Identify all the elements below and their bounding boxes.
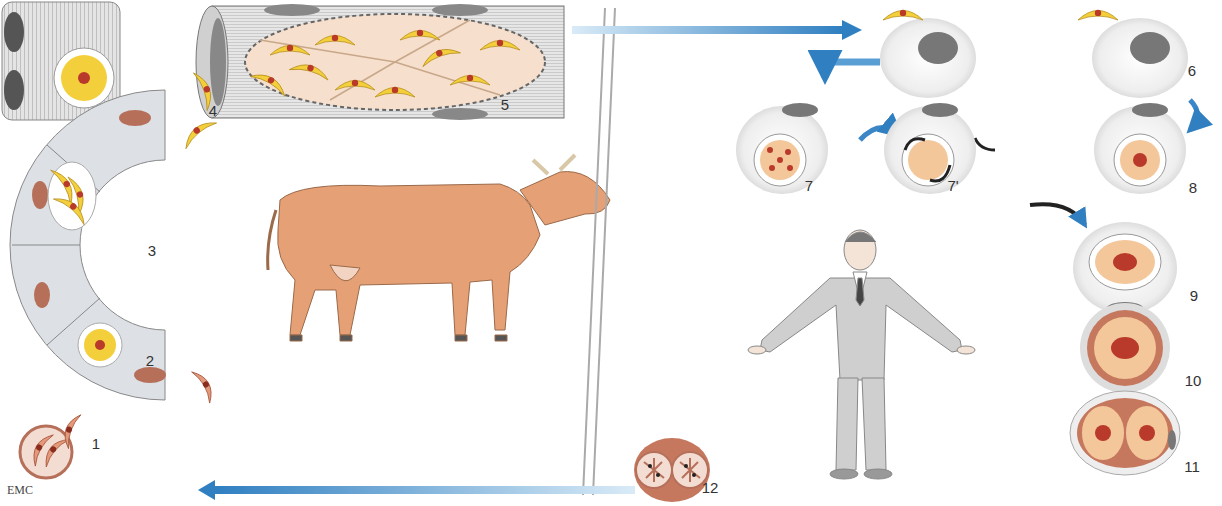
human-figure bbox=[748, 230, 975, 479]
intestinal-cells bbox=[736, 10, 1188, 475]
cow bbox=[268, 155, 610, 341]
callout-number: 2 bbox=[146, 353, 154, 368]
callout-number: 11 bbox=[1184, 459, 1200, 474]
oocyst-hatching bbox=[20, 412, 81, 478]
muscle-cell bbox=[2, 2, 120, 120]
callout-number: 9 bbox=[1190, 288, 1198, 303]
watermark: EMC bbox=[7, 484, 33, 496]
callout-number: 3 bbox=[148, 243, 156, 258]
cycle-arrows bbox=[198, 20, 1198, 500]
callout-number: 12 bbox=[702, 480, 719, 495]
callout-number: 10 bbox=[1185, 373, 1202, 388]
host-divider bbox=[583, 8, 615, 495]
callout-number: 6 bbox=[1188, 63, 1196, 78]
callout-number: 1 bbox=[92, 436, 100, 451]
sarcocyst bbox=[196, 4, 564, 120]
callout-number: 7' bbox=[947, 178, 958, 193]
callout-number: 4 bbox=[209, 103, 217, 118]
sporozoite bbox=[192, 367, 218, 403]
merozoite bbox=[179, 115, 216, 149]
callout-number: 8 bbox=[1189, 180, 1197, 195]
sporulated-oocyst bbox=[634, 438, 710, 502]
callout-number: 7 bbox=[805, 178, 813, 193]
callout-number: 5 bbox=[501, 97, 509, 112]
intestinal-epithelium bbox=[10, 90, 166, 400]
